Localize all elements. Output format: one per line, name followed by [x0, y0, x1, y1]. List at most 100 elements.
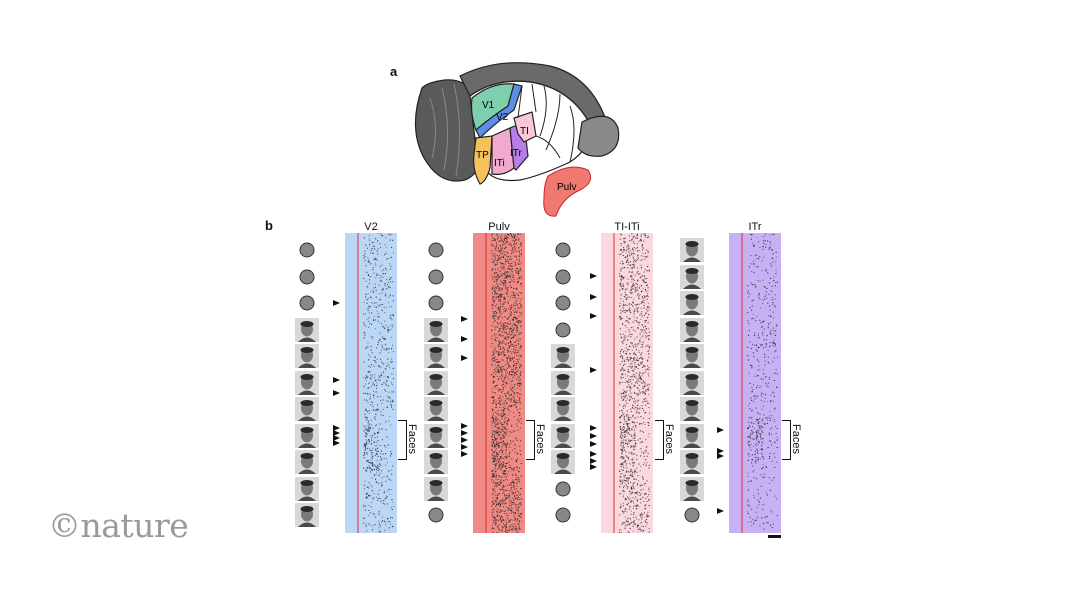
spike-mark [622, 414, 624, 416]
spike-mark [384, 293, 386, 295]
spike-mark [505, 364, 507, 366]
spike-mark [514, 401, 516, 403]
spike-mark [628, 427, 630, 429]
spike-mark [775, 426, 777, 428]
spike-mark [636, 233, 638, 235]
spike-mark [514, 351, 516, 353]
spike-mark [368, 461, 370, 463]
spike-mark [756, 430, 758, 432]
spike-mark [766, 417, 768, 419]
spike-mark [383, 476, 385, 478]
spike-mark [627, 380, 629, 382]
spike-mark [620, 428, 622, 430]
spike-mark [372, 269, 374, 271]
spike-mark [621, 318, 623, 320]
spike-mark [505, 402, 507, 404]
spike-mark [640, 337, 642, 339]
spike-mark [630, 336, 632, 338]
spike-mark [510, 287, 512, 289]
spike-mark [367, 514, 369, 516]
spike-mark [379, 332, 381, 334]
spike-mark [504, 434, 506, 436]
spike-mark [511, 458, 513, 460]
spike-mark [640, 357, 642, 359]
spike-mark [631, 376, 633, 378]
spike-mark [638, 298, 640, 300]
spike-mark [491, 444, 493, 446]
spike-mark [640, 455, 642, 457]
spike-mark [506, 260, 508, 262]
spike-mark [518, 515, 520, 517]
spike-mark [491, 475, 493, 477]
spike-mark [519, 322, 521, 324]
spike-mark [519, 300, 521, 302]
spike-mark [367, 257, 369, 259]
spike-mark [509, 341, 511, 343]
spike-mark [498, 294, 500, 296]
spike-mark [514, 297, 516, 299]
spike-mark [517, 419, 519, 421]
spike-mark [772, 342, 774, 344]
spike-mark [634, 437, 636, 439]
spike-mark [374, 356, 376, 358]
spike-mark [754, 460, 756, 462]
face-stimulus-thumbnail [424, 344, 448, 368]
spike-mark [761, 326, 763, 328]
spike-mark [492, 474, 494, 476]
spike-mark [620, 249, 622, 251]
spike-mark [388, 348, 390, 350]
spike-mark [496, 519, 498, 521]
spike-mark [648, 269, 650, 271]
spike-mark [498, 341, 500, 343]
spike-mark [498, 431, 500, 433]
spike-mark [638, 240, 640, 242]
spike-mark [757, 375, 759, 377]
spike-mark [513, 502, 515, 504]
spike-mark [648, 499, 650, 501]
spike-mark [763, 236, 765, 238]
spike-mark [518, 480, 520, 482]
spike-mark [374, 425, 376, 427]
spike-mark [379, 530, 381, 532]
spike-mark [505, 237, 507, 239]
spike-mark [639, 314, 641, 316]
spike-mark [374, 418, 376, 420]
spike-mark [368, 359, 370, 361]
spike-mark [507, 286, 509, 288]
raster-pulv [473, 233, 525, 533]
spike-mark [493, 455, 495, 457]
spike-mark [633, 261, 635, 263]
spike-mark [492, 311, 494, 313]
spike-mark [512, 481, 514, 483]
spike-mark [515, 267, 517, 269]
spike-mark [514, 311, 516, 313]
spike-mark [518, 337, 520, 339]
spike-mark [747, 504, 749, 506]
spike-mark [773, 477, 775, 479]
spike-mark [500, 438, 502, 440]
spike-mark [625, 395, 627, 397]
spike-mark [624, 508, 626, 510]
spike-mark [495, 438, 497, 440]
spike-mark [514, 247, 516, 249]
spike-mark [772, 400, 774, 402]
spike-mark [648, 328, 650, 330]
object-stimulus-thumbnail [424, 265, 448, 289]
spike-mark [628, 322, 630, 324]
spike-mark [637, 327, 639, 329]
spike-mark [638, 375, 640, 377]
spike-mark [631, 342, 633, 344]
spike-mark [633, 438, 635, 440]
spike-mark [626, 456, 628, 458]
spike-mark [502, 388, 504, 390]
spike-mark [492, 287, 494, 289]
spike-mark [773, 332, 775, 334]
spike-mark [511, 380, 513, 382]
spike-mark [508, 234, 510, 236]
spike-mark [505, 497, 507, 499]
spike-mark [504, 274, 506, 276]
spike-mark [502, 347, 504, 349]
spike-mark [508, 336, 510, 338]
spike-mark [647, 335, 649, 337]
spike-mark [491, 355, 493, 357]
